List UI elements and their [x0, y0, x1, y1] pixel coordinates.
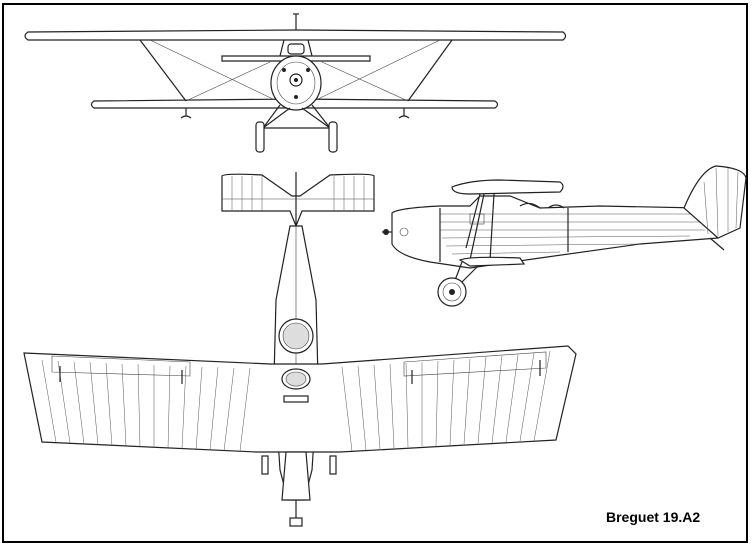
front-view — [24, 13, 567, 153]
front-right-wheel — [328, 121, 338, 153]
side-lower-wing — [458, 256, 526, 267]
front-left-strut — [139, 39, 187, 102]
top-propeller-hub — [289, 517, 303, 527]
front-engine-cowl — [270, 55, 322, 111]
side-tail-fin — [683, 165, 747, 239]
top-right-aileron — [403, 351, 547, 377]
front-right-strut — [407, 39, 453, 102]
drawing-frame — [2, 3, 748, 543]
front-propeller-hub — [289, 73, 303, 87]
top-tailplane — [221, 173, 375, 228]
front-left-wheel — [255, 121, 265, 153]
aircraft-caption: Breguet 19.A2 — [606, 509, 701, 525]
front-upper-wing — [24, 29, 567, 41]
side-upper-wing — [451, 179, 564, 195]
top-view — [23, 172, 577, 527]
top-left-aileron — [51, 355, 191, 377]
side-view — [382, 165, 747, 307]
